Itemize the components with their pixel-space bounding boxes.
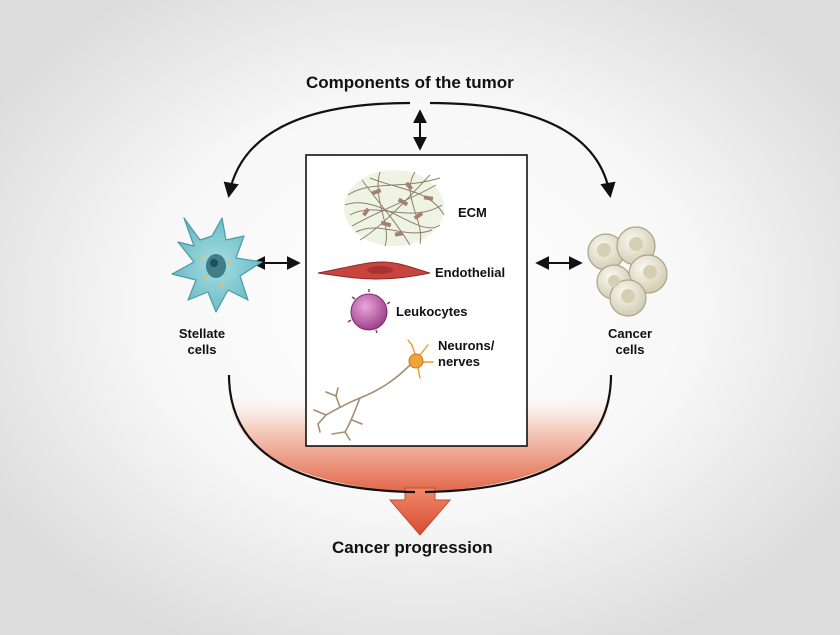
cancer-cells-illustration: [587, 226, 668, 317]
ecm-illustration: [344, 170, 445, 247]
endothelial-label: Endothelial: [435, 265, 506, 280]
progression-down-arrow: [388, 487, 452, 536]
cancer-progression-label: Cancer progression: [332, 538, 493, 557]
leukocyte-illustration: [347, 289, 391, 334]
stellate-cells-label-line2: cells: [187, 342, 217, 357]
stellate-cells-label-line1: Stellate: [178, 326, 226, 341]
ecm-label: ECM: [458, 205, 487, 220]
neurons-label-line1: Neurons/: [438, 338, 495, 353]
stellate-cells-label: Stellate cells: [162, 326, 242, 358]
endothelial-illustration: [317, 261, 431, 280]
leukocytes-label: Leukocytes: [396, 304, 468, 319]
top-left-arc-arrow: [223, 101, 411, 199]
bottom-right-arc: [424, 374, 613, 494]
diagram-title: Components of the tumor: [306, 73, 514, 92]
stellate-cell-illustration: [171, 217, 263, 313]
cancer-cells-label-line1: Cancer: [607, 326, 653, 341]
cancer-cells-label-line2: cells: [615, 342, 645, 357]
top-right-arc-arrow: [429, 101, 616, 199]
bottom-left-arc: [227, 374, 416, 494]
neuron-illustration: [313, 339, 434, 441]
neurons-label-line2: nerves: [438, 354, 480, 369]
neurons-label: Neurons/ nerves: [438, 338, 494, 370]
cancer-cells-label: Cancer cells: [590, 326, 670, 358]
